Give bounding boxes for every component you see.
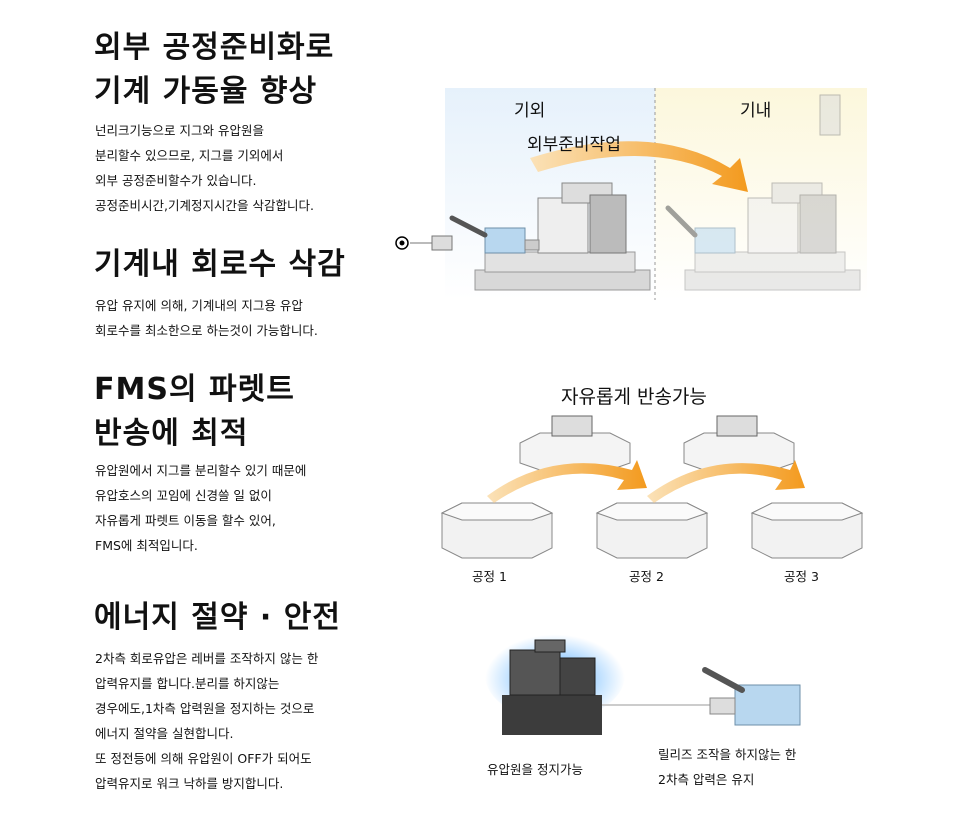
section-4-title-line-1: 에너지 절약 · 안전	[94, 600, 341, 635]
section-4-body-line: 또 정전등에 의해 유압원이 OFF가 되어도	[95, 751, 312, 766]
section-2-body-line: 유압 유지에 의해, 기계내의 지그용 유압	[95, 298, 303, 313]
section-4-body: 2차측 회로유압은 레버를 조작하지 않는 한 압력유지를 합니다.분리를 하지…	[95, 646, 318, 796]
arrow-icon	[487, 460, 647, 503]
section-3-body: 유압원에서 지그를 분리할수 있기 때문에 유압호스의 꼬임에 신경쓸 일 없이…	[95, 458, 306, 558]
pump-stop-caption: 유압원을 정지가능	[487, 762, 583, 777]
section-1-body: 넌리크기능으로 지그와 유압원을 분리할수 있으므로, 지그를 기외에서 외부 …	[95, 118, 314, 218]
coupler-body	[431, 235, 453, 251]
section-4-body-line: 경우에도,1차측 압력원을 정지하는 것으로	[95, 701, 315, 716]
section-3-title: FMS의 파렛트 반송에 최적	[94, 368, 295, 456]
release-caption-line: 릴리즈 조작을 하지않는 한	[658, 747, 797, 762]
section-2-body: 유압 유지에 의해, 기계내의 지그용 유압 회로수를 최소한으로 하는것이 가…	[95, 293, 318, 343]
section-1-body-line: 넌리크기능으로 지그와 유압원을	[95, 123, 264, 138]
station-1-label: 공정 1	[472, 569, 507, 584]
label-external-prep: 외부준비작업	[527, 135, 621, 155]
outside-machine	[449, 182, 651, 291]
arrow-icon	[530, 141, 748, 192]
station-2-pallet	[595, 502, 709, 559]
inside-machine	[665, 94, 861, 291]
release-caption: 릴리즈 조작을 하지않는 한 2차측 압력은 유지	[658, 742, 796, 792]
section-3-body-line: 유압호스의 꼬임에 신경쓸 일 없이	[95, 488, 272, 503]
section-1-title-line-2: 기계 가동율 향상	[94, 74, 318, 109]
hydraulic-pump	[502, 639, 602, 735]
section-3-body-line: 자유롭게 파렛트 이동을 할수 있어,	[95, 513, 276, 528]
figure-external-setup	[395, 88, 867, 300]
section-3-title-line-1: FMS의 파렛트	[94, 372, 295, 407]
section-4-body-line: 압력유지로 워크 낙하를 방지합니다.	[95, 776, 284, 791]
section-1-body-line: 분리할수 있으므로, 지그를 기외에서	[95, 148, 284, 163]
station-3-pallet	[750, 502, 864, 559]
section-1-body-line: 공정준비시간,기계정지시간을 삭감합니다.	[95, 198, 314, 213]
label-outside: 기외	[514, 101, 546, 121]
section-4-body-line: 2차측 회로유압은 레버를 조작하지 않는 한	[95, 651, 319, 666]
section-4-body-line: 에너지 절약을 실현합니다.	[95, 726, 234, 741]
release-caption-line: 2차측 압력은 유지	[658, 772, 755, 787]
valve-block	[702, 667, 801, 726]
raised-pallet-1	[519, 415, 631, 471]
coupler-dot-icon	[399, 240, 405, 246]
section-4-title: 에너지 절약 · 안전	[94, 596, 341, 640]
section-1-title-line-1: 외부 공정준비화로	[94, 30, 335, 65]
section-1-body-line: 외부 공정준비할수가 있습니다.	[95, 173, 257, 188]
section-3-body-line: FMS에 최적입니다.	[95, 538, 198, 553]
station-1-pallet	[440, 502, 554, 559]
section-3-body-line: 유압원에서 지그를 분리할수 있기 때문에	[95, 463, 307, 478]
figure-energy-saving	[485, 630, 801, 735]
station-2-label: 공정 2	[629, 569, 664, 584]
raised-pallet-2	[683, 415, 795, 471]
figure-2-title: 자유롭게 반송가능	[561, 386, 707, 408]
section-2-body-line: 회로수를 최소한으로 하는것이 가능합니다.	[95, 323, 318, 338]
section-2-title-line-1: 기계내 회로수 삭감	[94, 247, 346, 282]
section-4-body-line: 압력유지를 합니다.분리를 하지않는	[95, 676, 280, 691]
section-3-title-line-2: 반송에 최적	[94, 416, 249, 451]
figure-pallet-transport	[440, 415, 864, 559]
label-inside: 기내	[740, 101, 772, 121]
station-3-label: 공정 3	[784, 569, 819, 584]
arrow-icon	[647, 460, 805, 503]
section-2-title: 기계내 회로수 삭감	[94, 243, 346, 287]
section-1-title: 외부 공정준비화로 기계 가동율 향상	[94, 26, 334, 114]
